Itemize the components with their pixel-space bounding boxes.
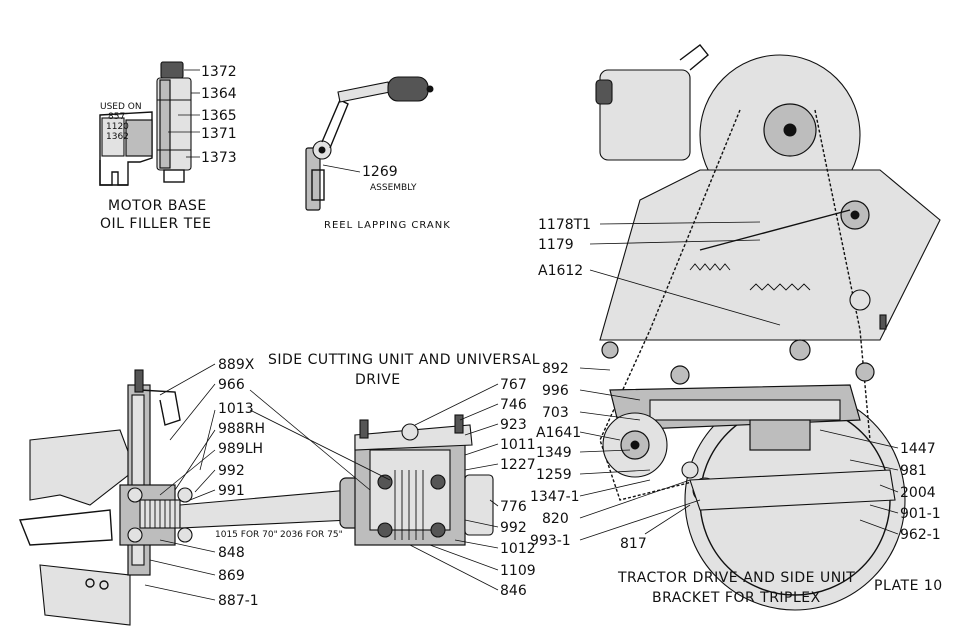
motor-base-caption: MOTOR BASE [108, 198, 207, 214]
used-on-1362: 1362 [106, 132, 129, 142]
used-on-1120: 1120 [106, 122, 129, 132]
part-981: 981 [900, 463, 927, 479]
tractor-drive-caption-line1: TRACTOR DRIVE AND SIDE UNIT [617, 570, 855, 586]
part-1259: 1259 [536, 467, 572, 483]
part-1015: 1015 FOR 70" [215, 530, 278, 540]
part-A1612: A1612 [538, 263, 583, 279]
assembly-label: ASSEMBLY [370, 183, 417, 193]
part-A1641: A1641 [536, 425, 581, 441]
tractor-right-callouts: 1447 981 2004 901-1 962-1 [819, 429, 941, 543]
part-1179: 1179 [538, 237, 574, 253]
part-746: 746 [500, 397, 527, 413]
universal-left-callouts: 889X 966 1013 988RH 989LH 992 991 848 86… [144, 357, 265, 609]
oil-filler-tee-caption: OIL FILLER TEE [100, 216, 211, 232]
tractor-drive-caption-line2: BRACKET FOR TRIPLEX [652, 590, 821, 606]
part-966: 966 [218, 377, 245, 393]
universal-right-callouts: 767 746 923 1011 1227 776 992 1012 1109 … [409, 377, 536, 599]
oil-filler-tee-callouts: 1372 1364 1365 1371 1373 [168, 64, 237, 166]
reel-lapping-crank-drawing [305, 76, 434, 211]
used-on-857: 857 [108, 112, 125, 122]
part-887-1: 887-1 [218, 593, 259, 609]
part-901-1: 901-1 [900, 506, 941, 522]
used-on-note: USED ON 857 1120 1362 [100, 102, 142, 142]
tractor-drive-drawing [595, 44, 941, 611]
part-767: 767 [500, 377, 527, 393]
part-988RH: 988RH [218, 421, 265, 437]
side-cutting-caption-line1: SIDE CUTTING UNIT AND UNIVERSAL [268, 352, 540, 368]
crank-callout: 1269 ASSEMBLY [322, 164, 417, 193]
used-on-label: USED ON [100, 102, 142, 112]
part-869: 869 [218, 568, 245, 584]
reel-lapping-caption: REEL LAPPING CRANK [324, 220, 451, 231]
part-2036: 2036 FOR 75" [280, 530, 343, 540]
part-1372: 1372 [201, 64, 237, 80]
universal-drive-drawing [19, 369, 494, 626]
part-820: 820 [542, 511, 569, 527]
part-1011: 1011 [500, 437, 536, 453]
part-1227: 1227 [500, 457, 536, 473]
part-991: 991 [218, 483, 245, 499]
part-1269: 1269 [362, 164, 398, 180]
part-892: 892 [542, 361, 569, 377]
part-1373: 1373 [201, 150, 237, 166]
part-1178T1: 1178T1 [538, 217, 591, 233]
part-1012: 1012 [500, 541, 536, 557]
plate-number: PLATE 10 [874, 578, 943, 594]
part-989LH: 989LH [218, 441, 263, 457]
part-817: 817 [620, 536, 647, 552]
part-1013: 1013 [218, 401, 254, 417]
part-776: 776 [500, 499, 527, 515]
oil-filler-tee-drawing [99, 61, 192, 186]
part-846: 846 [500, 583, 527, 599]
part-962-1: 962-1 [900, 527, 941, 543]
part-703: 703 [542, 405, 569, 421]
part-1365: 1365 [201, 108, 237, 124]
part-1109: 1109 [500, 563, 536, 579]
part-2004: 2004 [900, 485, 936, 501]
part-1364: 1364 [201, 86, 237, 102]
side-cutting-caption-line2: DRIVE [355, 372, 401, 388]
part-992-left: 992 [218, 463, 245, 479]
part-923: 923 [500, 417, 527, 433]
part-1447: 1447 [900, 441, 936, 457]
universal-center-callouts: 1015 FOR 70" 2036 FOR 75" [215, 389, 391, 540]
part-1347-1: 1347-1 [530, 489, 580, 505]
part-1349: 1349 [536, 445, 572, 461]
part-848: 848 [218, 545, 245, 561]
tractor-left-callouts: 1178T1 1179 A1612 892 996 703 A1641 1349… [530, 217, 781, 552]
part-996: 996 [542, 383, 569, 399]
part-992-right: 992 [500, 520, 527, 536]
part-1371: 1371 [201, 126, 237, 142]
part-993-1: 993-1 [530, 533, 571, 549]
part-889X: 889X [218, 357, 255, 373]
